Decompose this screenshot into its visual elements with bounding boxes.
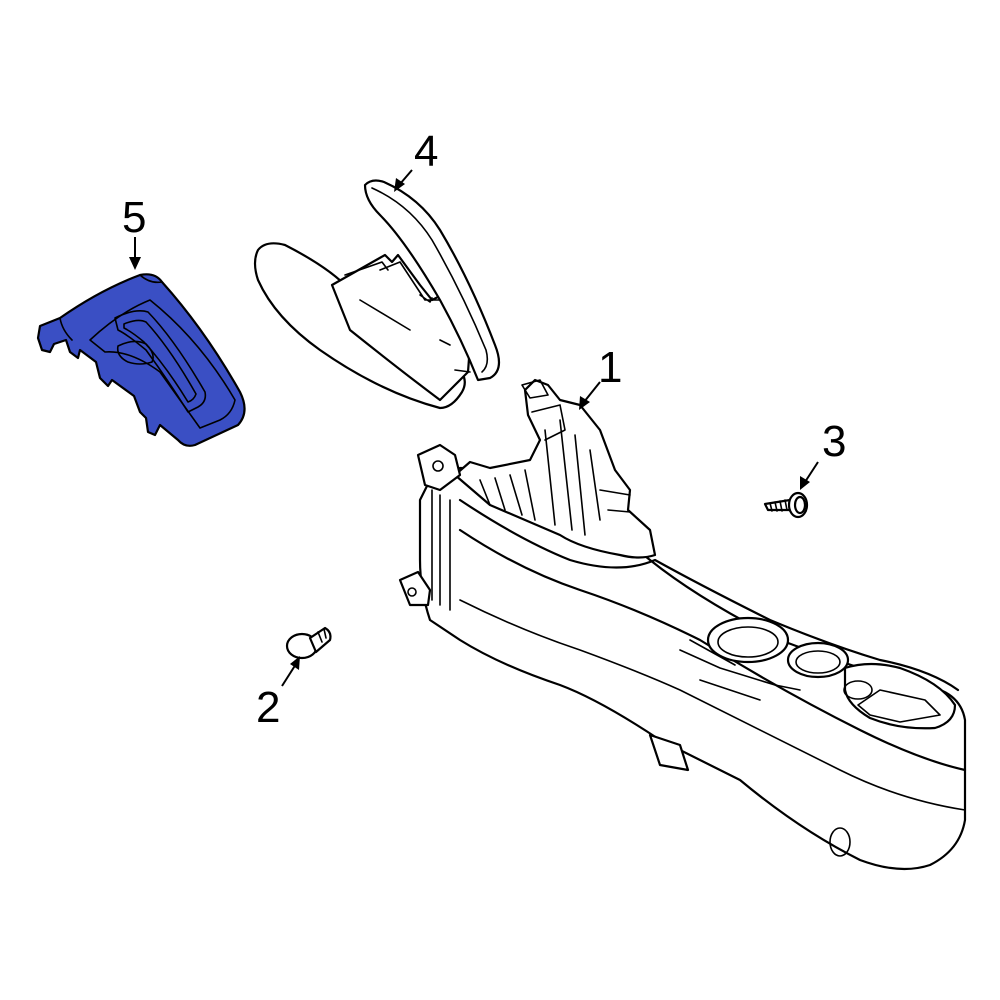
front-tab-hole xyxy=(407,587,417,597)
console-left-bracket xyxy=(416,443,462,492)
trim-cover-recess-outer xyxy=(114,310,207,413)
cupholder-front-inner xyxy=(717,626,779,658)
trim-cover-inner-panel xyxy=(89,299,236,429)
lid-cover-panel xyxy=(363,179,501,382)
lid-frame-detail xyxy=(344,261,471,373)
console-side-ridge xyxy=(458,528,967,772)
callout-1-arrowhead xyxy=(579,396,590,410)
lid-cover-edge xyxy=(371,187,489,373)
console-rear-hole xyxy=(829,827,851,857)
bracket-hole xyxy=(432,460,444,472)
trim-cover-recess-inner xyxy=(123,319,197,403)
callout-2-number: 2 xyxy=(256,683,280,732)
part-2-push-clip[interactable] xyxy=(285,626,332,660)
rear-tray-knob xyxy=(843,680,873,700)
callout-5-arrowhead xyxy=(129,257,141,270)
tower-ribs xyxy=(479,419,631,536)
console-top-rim xyxy=(458,498,960,692)
callout-4-arrowhead xyxy=(394,178,405,192)
callout-4-number: 4 xyxy=(414,127,438,176)
callout-3-arrowhead xyxy=(800,476,810,490)
console-shifter-tower xyxy=(453,378,657,559)
callout-5-number: 5 xyxy=(122,193,146,242)
trim-cover-edge xyxy=(59,274,163,341)
part-4-armrest-lid[interactable] xyxy=(253,179,501,410)
part-3-screw[interactable] xyxy=(763,491,809,519)
cupholder-divider xyxy=(679,639,801,701)
callout-2-arrowhead xyxy=(290,656,300,670)
rear-tray-inner xyxy=(857,689,941,723)
cupholder-rear xyxy=(786,641,850,679)
clip-ribs xyxy=(317,628,327,643)
console-bottom-clip xyxy=(648,733,690,772)
part-5-trim-cover[interactable] xyxy=(36,273,246,447)
callout-2-leader xyxy=(281,663,297,687)
console-rear-tray xyxy=(843,662,957,730)
callout-leaders xyxy=(129,169,819,687)
callout-3-leader xyxy=(804,461,819,483)
part-1-console-body[interactable] xyxy=(398,378,967,871)
screw-head xyxy=(793,495,807,515)
cupholder-front xyxy=(706,616,790,664)
lid-hinge-frame xyxy=(330,253,472,402)
tower-top-bracket xyxy=(521,379,566,441)
trim-cover-button-slot xyxy=(116,340,154,365)
cupholder-rear-inner xyxy=(795,650,841,674)
console-left-edge-ribs xyxy=(431,489,451,611)
callout-4-leader xyxy=(399,169,413,185)
callout-1-number: 1 xyxy=(598,343,622,392)
callout-1-leader xyxy=(583,381,601,403)
screw-threads xyxy=(769,499,788,512)
callout-3-number: 3 xyxy=(822,417,846,466)
console-side-crease xyxy=(459,599,966,811)
